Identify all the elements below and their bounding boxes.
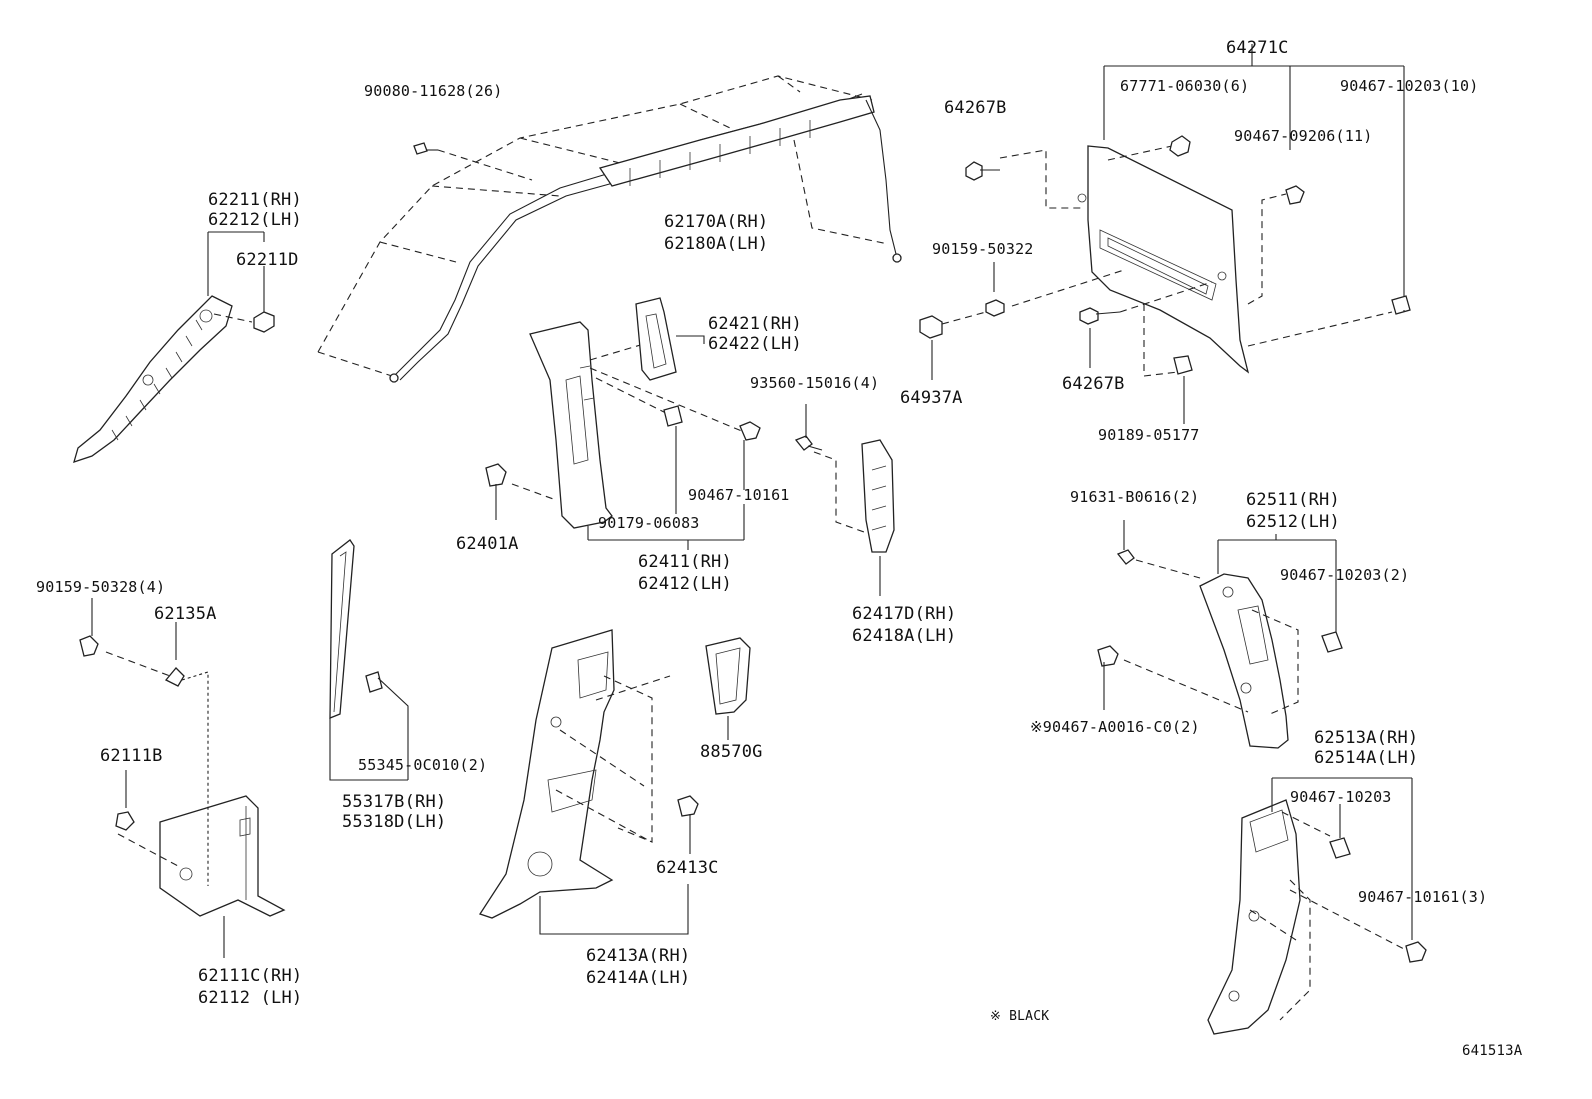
label-62422: 62422(LH) bbox=[708, 334, 802, 354]
label-62112: 62112 (LH) bbox=[198, 988, 303, 1008]
label-90467-10203-2: 90467-10203(2) bbox=[1280, 566, 1410, 584]
back-pillar-lower-garnish bbox=[1207, 777, 1427, 1035]
label-90159-50328: 90159-50328(4) bbox=[36, 578, 166, 596]
label-62111B: 62111B bbox=[100, 746, 163, 766]
label-62180A: 62180A(LH) bbox=[664, 234, 769, 254]
label-90467-10161: 90467-10161 bbox=[688, 486, 790, 504]
roof-rail-assembly bbox=[317, 75, 902, 383]
label-90189-05177: 90189-05177 bbox=[1098, 426, 1200, 444]
note-black: ※ BLACK bbox=[990, 1009, 1050, 1024]
cowl-side-trim bbox=[79, 598, 286, 958]
label-64271C: 64271C bbox=[1226, 38, 1289, 58]
quarter-pillar-garnish bbox=[1097, 520, 1343, 749]
label-90467-10203: 90467-10203 bbox=[1290, 788, 1392, 806]
label-62414A: 62414A(LH) bbox=[586, 968, 691, 988]
diagram-id: 641513A bbox=[1462, 1043, 1523, 1059]
label-64267B-top: 64267B bbox=[944, 98, 1007, 118]
label-90467-A0016-C0: ※90467-A0016-C0(2) bbox=[1030, 718, 1200, 736]
label-62514A: 62514A(LH) bbox=[1314, 748, 1419, 768]
label-62513A: 62513A(RH) bbox=[1314, 728, 1419, 748]
label-62421: 62421(RH) bbox=[708, 314, 802, 334]
label-62170A: 62170A(RH) bbox=[664, 212, 769, 232]
label-62401A: 62401A bbox=[456, 534, 519, 554]
label-62111C: 62111C(RH) bbox=[198, 966, 303, 986]
label-90467-10203-10: 90467-10203(10) bbox=[1340, 77, 1479, 95]
label-62417D: 62417D(RH) bbox=[852, 604, 957, 624]
label-62135A: 62135A bbox=[154, 604, 217, 624]
label-62212: 62212(LH) bbox=[208, 210, 302, 230]
label-62411: 62411(RH) bbox=[638, 552, 732, 572]
label-62512: 62512(LH) bbox=[1246, 512, 1340, 532]
door-opening-weatherstrip bbox=[329, 539, 409, 781]
label-55318D: 55318D(LH) bbox=[342, 812, 447, 832]
label-62413A: 62413A(RH) bbox=[586, 946, 691, 966]
label-62211: 62211(RH) bbox=[208, 190, 302, 210]
label-90179-06083: 90179-06083 bbox=[598, 514, 700, 532]
label-62211D: 62211D bbox=[236, 250, 299, 270]
quarter-trim-panel bbox=[919, 44, 1411, 424]
label-64937A: 64937A bbox=[900, 388, 963, 408]
label-91631-B0616: 91631-B0616(2) bbox=[1070, 488, 1200, 506]
label-67771-06030: 67771-06030(6) bbox=[1120, 77, 1250, 95]
center-pillar-lower-garnish bbox=[794, 404, 895, 596]
label-62413C: 62413C bbox=[656, 858, 719, 878]
label-90467-10161-3: 90467-10161(3) bbox=[1358, 888, 1488, 906]
label-64267B-bottom: 64267B bbox=[1062, 374, 1125, 394]
label-90159-50322: 90159-50322 bbox=[932, 240, 1034, 258]
label-88570G: 88570G bbox=[700, 742, 763, 762]
label-62412: 62412(LH) bbox=[638, 574, 732, 594]
label-62418A: 62418A(LH) bbox=[852, 626, 957, 646]
label-55345-0C010: 55345-0C010(2) bbox=[358, 756, 488, 774]
center-pillar-upper-garnish bbox=[485, 297, 761, 550]
label-90467-09206: 90467-09206(11) bbox=[1234, 127, 1373, 145]
label-93560-15016: 93560-15016(4) bbox=[750, 374, 880, 392]
label-90080-11628: 90080-11628(26) bbox=[364, 82, 503, 100]
front-pillar-garnish bbox=[73, 231, 275, 464]
rear-pillar-lower-garnish bbox=[478, 629, 751, 935]
label-55317B: 55317B(RH) bbox=[342, 792, 447, 812]
label-62511: 62511(RH) bbox=[1246, 490, 1340, 510]
